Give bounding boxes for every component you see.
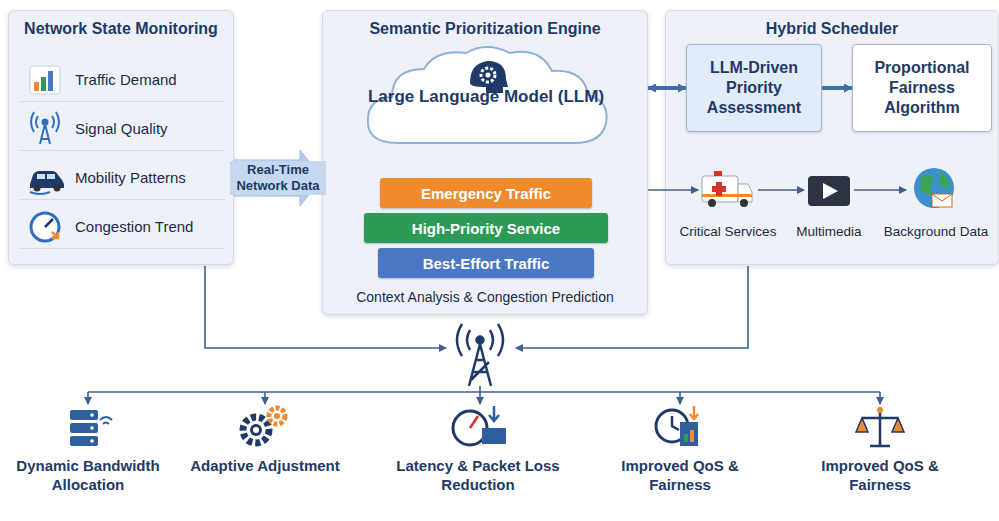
- edge-label: Real-Time Network Data: [230, 161, 326, 195]
- panel-title: Hybrid Scheduler: [666, 20, 998, 38]
- tower-icon: [457, 324, 503, 386]
- node-label: Signal Quality: [75, 120, 168, 137]
- ambulance-icon: [702, 171, 752, 207]
- gears-icon: [243, 408, 285, 443]
- outcome-label: Adaptive Adjustment: [190, 456, 340, 475]
- node-label: Proportional Fairness Algorithm: [859, 58, 985, 118]
- gauge-icon: [31, 213, 59, 241]
- flow-arrow: [854, 189, 906, 191]
- latency-icon: [453, 406, 506, 445]
- monitor-row: Signal Quality: [19, 107, 225, 151]
- llm-cloud: Large Language Model (LLM): [358, 43, 614, 151]
- node-label: Large Language Model (LLM): [368, 87, 604, 107]
- globe-icon: [914, 168, 954, 208]
- process-box: Proportional Fairness Algorithm: [852, 44, 992, 132]
- connector-arrow: [648, 86, 686, 90]
- wire: [88, 266, 880, 404]
- node-label: Best-Effort Traffic: [423, 255, 550, 272]
- panel-footer: Context Analysis & Congestion Prediction: [323, 289, 647, 305]
- node-label: Mobility Patterns: [75, 169, 186, 186]
- antenna-icon: [31, 112, 59, 144]
- qos-icon: [656, 406, 698, 446]
- connector-arrow: [822, 86, 852, 90]
- outcome-label: Improved QoS & Fairness: [600, 456, 760, 494]
- service-label: Background Data: [876, 222, 996, 241]
- car-icon: [30, 171, 64, 194]
- play-icon: [808, 176, 850, 206]
- priority-bar: Best-Effort Traffic: [378, 248, 594, 278]
- node-label: High-Priority Service: [412, 220, 560, 237]
- node-label: Traffic Demand: [75, 71, 177, 88]
- outcome-label: Latency & Packet Loss Reduction: [378, 456, 578, 494]
- service-label: Critical Services: [674, 222, 782, 241]
- priority-bar: High-Priority Service: [364, 213, 608, 243]
- server-icon: [70, 410, 112, 446]
- flow-arrow: [758, 189, 804, 191]
- data-flow-arrow: [234, 150, 322, 206]
- outcome-label: Improved QoS & Fairness: [800, 456, 960, 494]
- process-box: LLM-Driven Priority Assessment: [686, 44, 822, 132]
- flow-line: [648, 189, 698, 191]
- panel: Semantic Prioritization EngineContext An…: [322, 10, 648, 315]
- node-label: Congestion Trend: [75, 218, 193, 235]
- scales-icon: [856, 407, 904, 446]
- outcome-label: Dynamic Bandwidth Allocation: [6, 456, 170, 494]
- service-label: Multimedia: [786, 222, 872, 241]
- panel-title: Semantic Prioritization Engine: [323, 20, 647, 38]
- bar-chart-icon: [30, 66, 60, 94]
- node-label: LLM-Driven Priority Assessment: [693, 58, 815, 118]
- priority-bar: Emergency Traffic: [380, 178, 592, 208]
- panel-title: Network State Monitoring: [9, 20, 233, 38]
- node-label: Emergency Traffic: [421, 185, 551, 202]
